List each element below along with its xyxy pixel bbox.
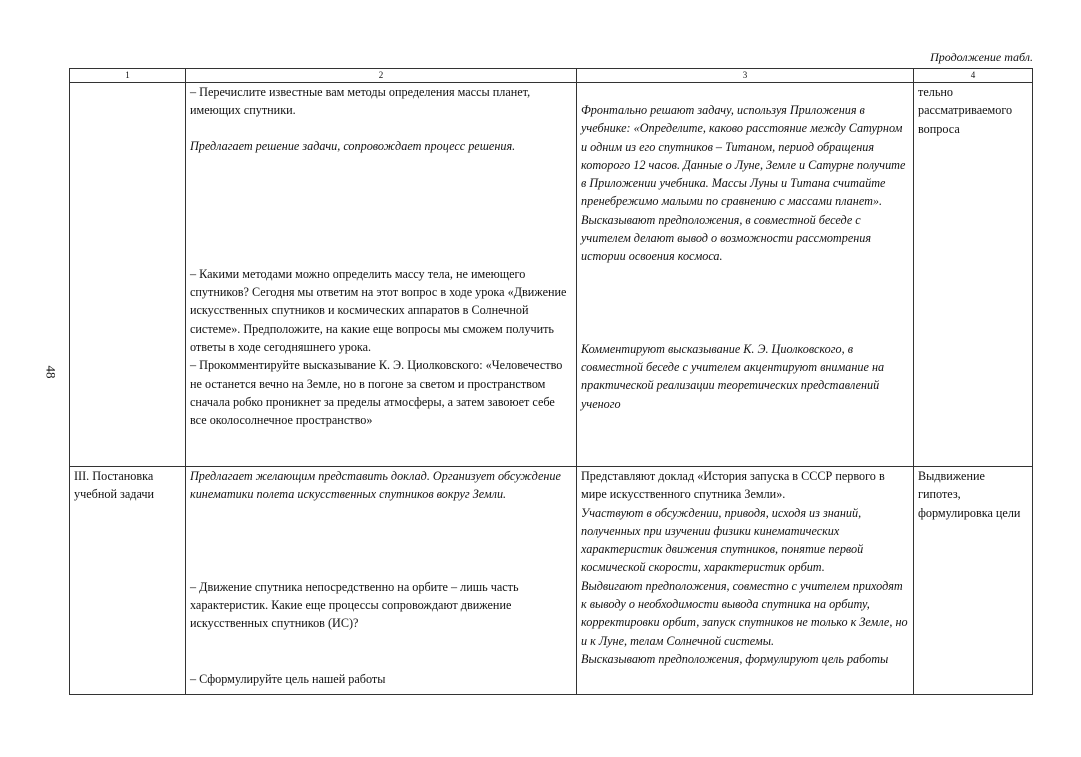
teacher-question-no-satellites: – Какими методами можно определить массу…	[190, 266, 567, 355]
row1-teacher-cell: – Перечислите известные вам методы опред…	[185, 82, 577, 467]
row2-result-cell: Выдвижение гипотез, формулировка цели	[913, 466, 1033, 695]
table-header-row: 1 2 3 4	[69, 68, 1033, 83]
table-continuation-label: Продолжение табл.	[930, 50, 1033, 64]
teacher-offers-task: Предлагает решение задачи, сопровождает …	[190, 138, 516, 153]
students-formulate-goal: Высказывают предположения, формулируют ц…	[581, 651, 889, 666]
row1-stage-cell	[69, 82, 186, 467]
teacher-question-mass-methods: – Перечислите известные вам методы опред…	[190, 85, 531, 118]
students-make-assumptions: Высказывают предположения, в совместной …	[581, 212, 872, 264]
page-number: 48	[43, 365, 59, 379]
lesson-table: 1 2 3 4 – Перечислите известные вам мето…	[69, 68, 1033, 695]
teacher-question-processes: – Движение спутника непосредственно на о…	[190, 579, 519, 631]
row2-teacher-cell: Предлагает желающим представить доклад. …	[185, 466, 577, 695]
column-header-1: 1	[69, 68, 186, 83]
row1-result-cell: тельно рассматриваемого вопроса	[913, 82, 1033, 467]
students-comment-quote: Комментируют высказывание К. Э. Циолковс…	[581, 341, 885, 411]
table-row: – Перечислите известные вам методы опред…	[69, 82, 1033, 467]
row2-student-cell: Представляют доклад «История запуска в С…	[576, 466, 914, 695]
teacher-offers-report: Предлагает желающим представить доклад. …	[190, 469, 561, 502]
column-header-2: 2	[185, 68, 577, 83]
column-header-4: 4	[913, 68, 1033, 83]
table-row: III. Постановка учебной задачи Предлагае…	[69, 466, 1033, 695]
teacher-formulate-goal: – Сформулируйте цель нашей работы	[190, 672, 386, 687]
students-solve-task: Фронтально решают задачу, используя Прил…	[581, 103, 906, 209]
column-header-3: 3	[576, 68, 914, 83]
students-present-report: Представляют доклад «История запуска в С…	[581, 469, 885, 502]
row1-student-cell: Фронтально решают задачу, используя Прил…	[576, 82, 914, 467]
students-discuss-kinematics: Участвуют в обсуждении, приводя, исходя …	[581, 505, 864, 575]
students-conclude-orbit: Выдвигают предположения, совместно с учи…	[581, 578, 908, 648]
row2-stage-cell: III. Постановка учебной задачи	[69, 466, 186, 695]
teacher-tsiolkovsky-quote: – Прокомментируйте высказывание К. Э. Ци…	[190, 358, 563, 428]
